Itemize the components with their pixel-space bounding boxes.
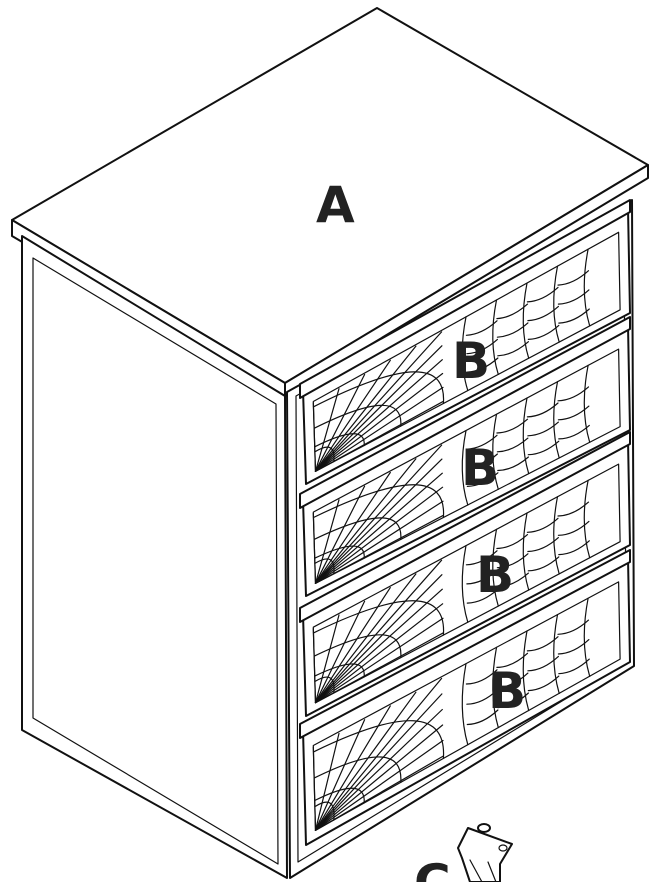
- label-drawer-2: B: [461, 439, 499, 497]
- web-ornament: [312, 248, 591, 448]
- side-inset: [32, 257, 279, 865]
- drawer-front: [299, 549, 631, 846]
- label-leg: C: [414, 854, 451, 882]
- label-drawer-3: B: [476, 546, 514, 604]
- leg-taper: [469, 859, 497, 882]
- leg-bolt: [477, 823, 491, 833]
- top-right-edge: [284, 164, 649, 397]
- leg-bracket: [457, 827, 513, 882]
- drawer-lip: [299, 199, 631, 399]
- web-ornament: [312, 364, 591, 559]
- side-panel: [21, 235, 288, 879]
- sunburst-ornament: [312, 444, 444, 584]
- label-drawer-4: B: [488, 662, 526, 720]
- top-panel: [11, 7, 649, 397]
- drawer-lip: [299, 431, 631, 623]
- side-outer: [21, 235, 288, 879]
- web-ornament: [312, 479, 591, 678]
- drawer-front: [299, 431, 631, 717]
- drawer-front: [299, 316, 631, 597]
- drawer-lip: [299, 549, 631, 739]
- label-top-panel: A: [316, 176, 355, 234]
- leg-hole: [498, 844, 508, 852]
- label-drawer-1: B: [452, 332, 490, 390]
- sunburst-ornament: [312, 677, 444, 831]
- sunburst-ornament: [312, 331, 444, 472]
- drawer-lip: [299, 316, 631, 509]
- web-ornament: [312, 597, 591, 804]
- leg-part: [457, 823, 513, 882]
- drawer-front: [299, 199, 631, 485]
- drawers: [299, 199, 631, 846]
